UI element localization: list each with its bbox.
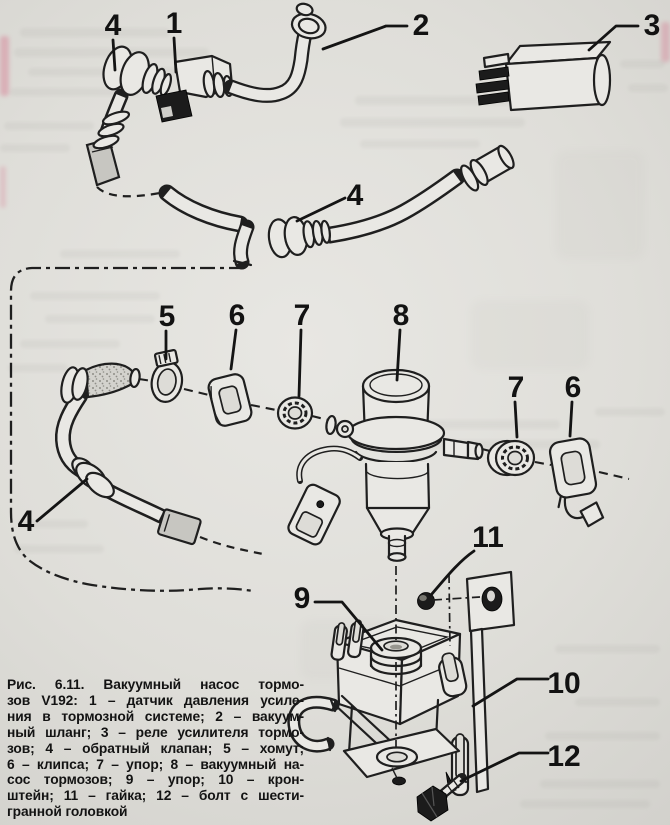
- part-elbow-hose-4: [54, 362, 202, 546]
- bleed-smudge: [45, 315, 155, 323]
- caption-line: штейн; 11 – гайка; 12 – болт с шести-: [7, 788, 304, 804]
- part-check-valve-4-mid: [267, 216, 331, 259]
- bracket-axis-dashes: [395, 566, 481, 748]
- bleed-smudge: [620, 60, 665, 68]
- pump-right-nipple: [442, 437, 484, 461]
- callout-12: 12: [547, 740, 580, 773]
- caption-line: зов V192: 1 – датчик давления усиле-: [7, 692, 304, 708]
- callout-9: 9: [294, 582, 311, 615]
- callout-6-right: 6: [565, 371, 582, 404]
- part-bolt-12: [416, 773, 468, 822]
- bleed-smudge: [545, 732, 660, 740]
- part-clip-6-right: [548, 437, 605, 528]
- relay-pin: [478, 66, 510, 81]
- callout-4-mid: 4: [347, 179, 364, 212]
- part-stop-7-left: [276, 396, 314, 430]
- hose-end-fitting: [85, 110, 131, 187]
- pink-highlighter-mark: [0, 36, 9, 96]
- bleed-smudge: [20, 340, 120, 348]
- part-clip-6-left: [207, 373, 253, 427]
- bleed-smudge: [14, 545, 104, 553]
- part-check-valve-4-top: [102, 45, 173, 97]
- part-vacuum-pump-8: [325, 368, 484, 562]
- bleed-smudge: [628, 84, 668, 92]
- bleed-blob: [470, 300, 590, 370]
- bracket-hook: [287, 695, 340, 753]
- part-vacuum-hose-2: [223, 2, 327, 103]
- bleed-smudge: [540, 780, 660, 788]
- callout-1: 1: [166, 7, 183, 40]
- pink-highlighter-mark: [661, 22, 670, 62]
- bleed-smudge: [4, 122, 94, 130]
- bleed-smudge: [10, 88, 140, 96]
- part-clamp-5: [150, 348, 184, 403]
- callout-8: 8: [393, 299, 410, 332]
- bleed-smudge: [390, 420, 560, 429]
- callout-4-top: 4: [105, 9, 122, 42]
- callout-5: 5: [159, 300, 176, 333]
- caption-line: 6 – клипса; 7 – упор; 8 – вакуумный на-: [7, 756, 304, 772]
- relay-pin: [477, 91, 510, 106]
- callout-10: 10: [547, 667, 580, 700]
- callout-7-right: 7: [508, 371, 525, 404]
- bleed-blob: [555, 150, 645, 260]
- bleed-smudge: [60, 250, 180, 258]
- bleed-smudge: [355, 96, 520, 105]
- pink-highlighter-mark: [0, 166, 6, 208]
- caption-line: сос тормозов; 9 – упор; 10 – крон-: [7, 772, 304, 788]
- bleed-smudge: [8, 364, 68, 372]
- part-bracket-10: [287, 570, 516, 797]
- relay-pin: [475, 79, 510, 94]
- caption-line: ный шланг; 3 – реле усилителя тормо-: [7, 724, 304, 740]
- callout-11: 11: [472, 521, 504, 554]
- part-stop-7-right: [486, 439, 536, 477]
- boundary-outline: [9, 266, 254, 593]
- caption-line: гранной головкой: [7, 804, 128, 820]
- callout-numbers: 4 1 2 3 4 5 6 7 8 7 6 4 11 9 10 12: [18, 7, 661, 773]
- bleed-smudge: [555, 645, 660, 653]
- hose-cut-end: [157, 508, 202, 546]
- bleed-smudge: [340, 118, 525, 127]
- callout-2: 2: [413, 9, 430, 42]
- relay-pin: [482, 52, 511, 69]
- hose-assembly-top: [85, 2, 327, 187]
- bleed-smudge: [20, 28, 170, 37]
- hose-assembly-middle: [158, 144, 515, 270]
- bleed-smudge: [575, 698, 660, 706]
- part-brake-relay-3: [475, 40, 612, 112]
- callout-leader-lines: [35, 24, 640, 783]
- bleed-smudge: [0, 144, 70, 152]
- caption-line: Рис. 6.11. Вакуумный насос тормо-: [7, 677, 304, 692]
- part-connector-plug: [287, 445, 363, 546]
- callout-7-left: 7: [294, 299, 311, 332]
- hose-continuation-dashes: [96, 186, 264, 556]
- bleed-smudge: [520, 800, 650, 808]
- pump-left-nipple: [325, 414, 337, 436]
- caption-line: зов; 4 – обратный клапан; 5 – хомут;: [7, 740, 304, 756]
- caption-line: ния в тормозной системе; 2 – вакуум-: [7, 708, 304, 724]
- part-nut-11: [417, 592, 435, 610]
- bleed-smudge: [18, 520, 88, 528]
- bleed-smudge: [595, 408, 665, 416]
- hose-top-fitting: [290, 2, 327, 40]
- callout-3: 3: [644, 9, 661, 42]
- sensor-connector: [155, 89, 193, 123]
- hose-mid-end-fitting: [460, 144, 515, 192]
- bleed-smudge: [360, 140, 480, 148]
- bleed-smudge: [30, 292, 160, 300]
- callout-4-bottom: 4: [18, 505, 35, 538]
- figure-caption: Рис. 6.11. Вакуумный насос тормо- зов V1…: [7, 677, 304, 820]
- callout-6-left: 6: [229, 299, 246, 332]
